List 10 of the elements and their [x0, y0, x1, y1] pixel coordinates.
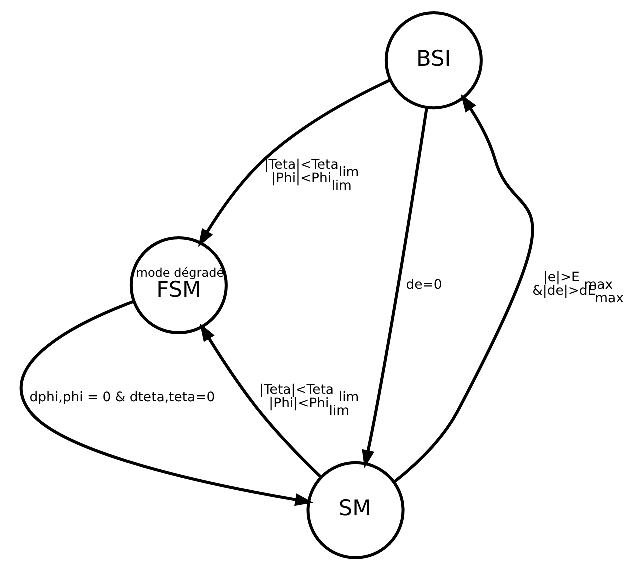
- edge-label: de=0: [406, 278, 442, 293]
- edge-label: dphi,phi = 0 & dteta,teta=0: [30, 390, 216, 406]
- node-circle: mode dégradé FSM: [130, 236, 228, 335]
- arrow: [198, 78, 392, 248]
- arrow: [20, 300, 314, 506]
- node-circle: BSI: [384, 12, 483, 110]
- node-circle: SM: [306, 461, 405, 560]
- arrow: [362, 107, 428, 468]
- arrow: [200, 323, 322, 478]
- arrow: [393, 94, 534, 484]
